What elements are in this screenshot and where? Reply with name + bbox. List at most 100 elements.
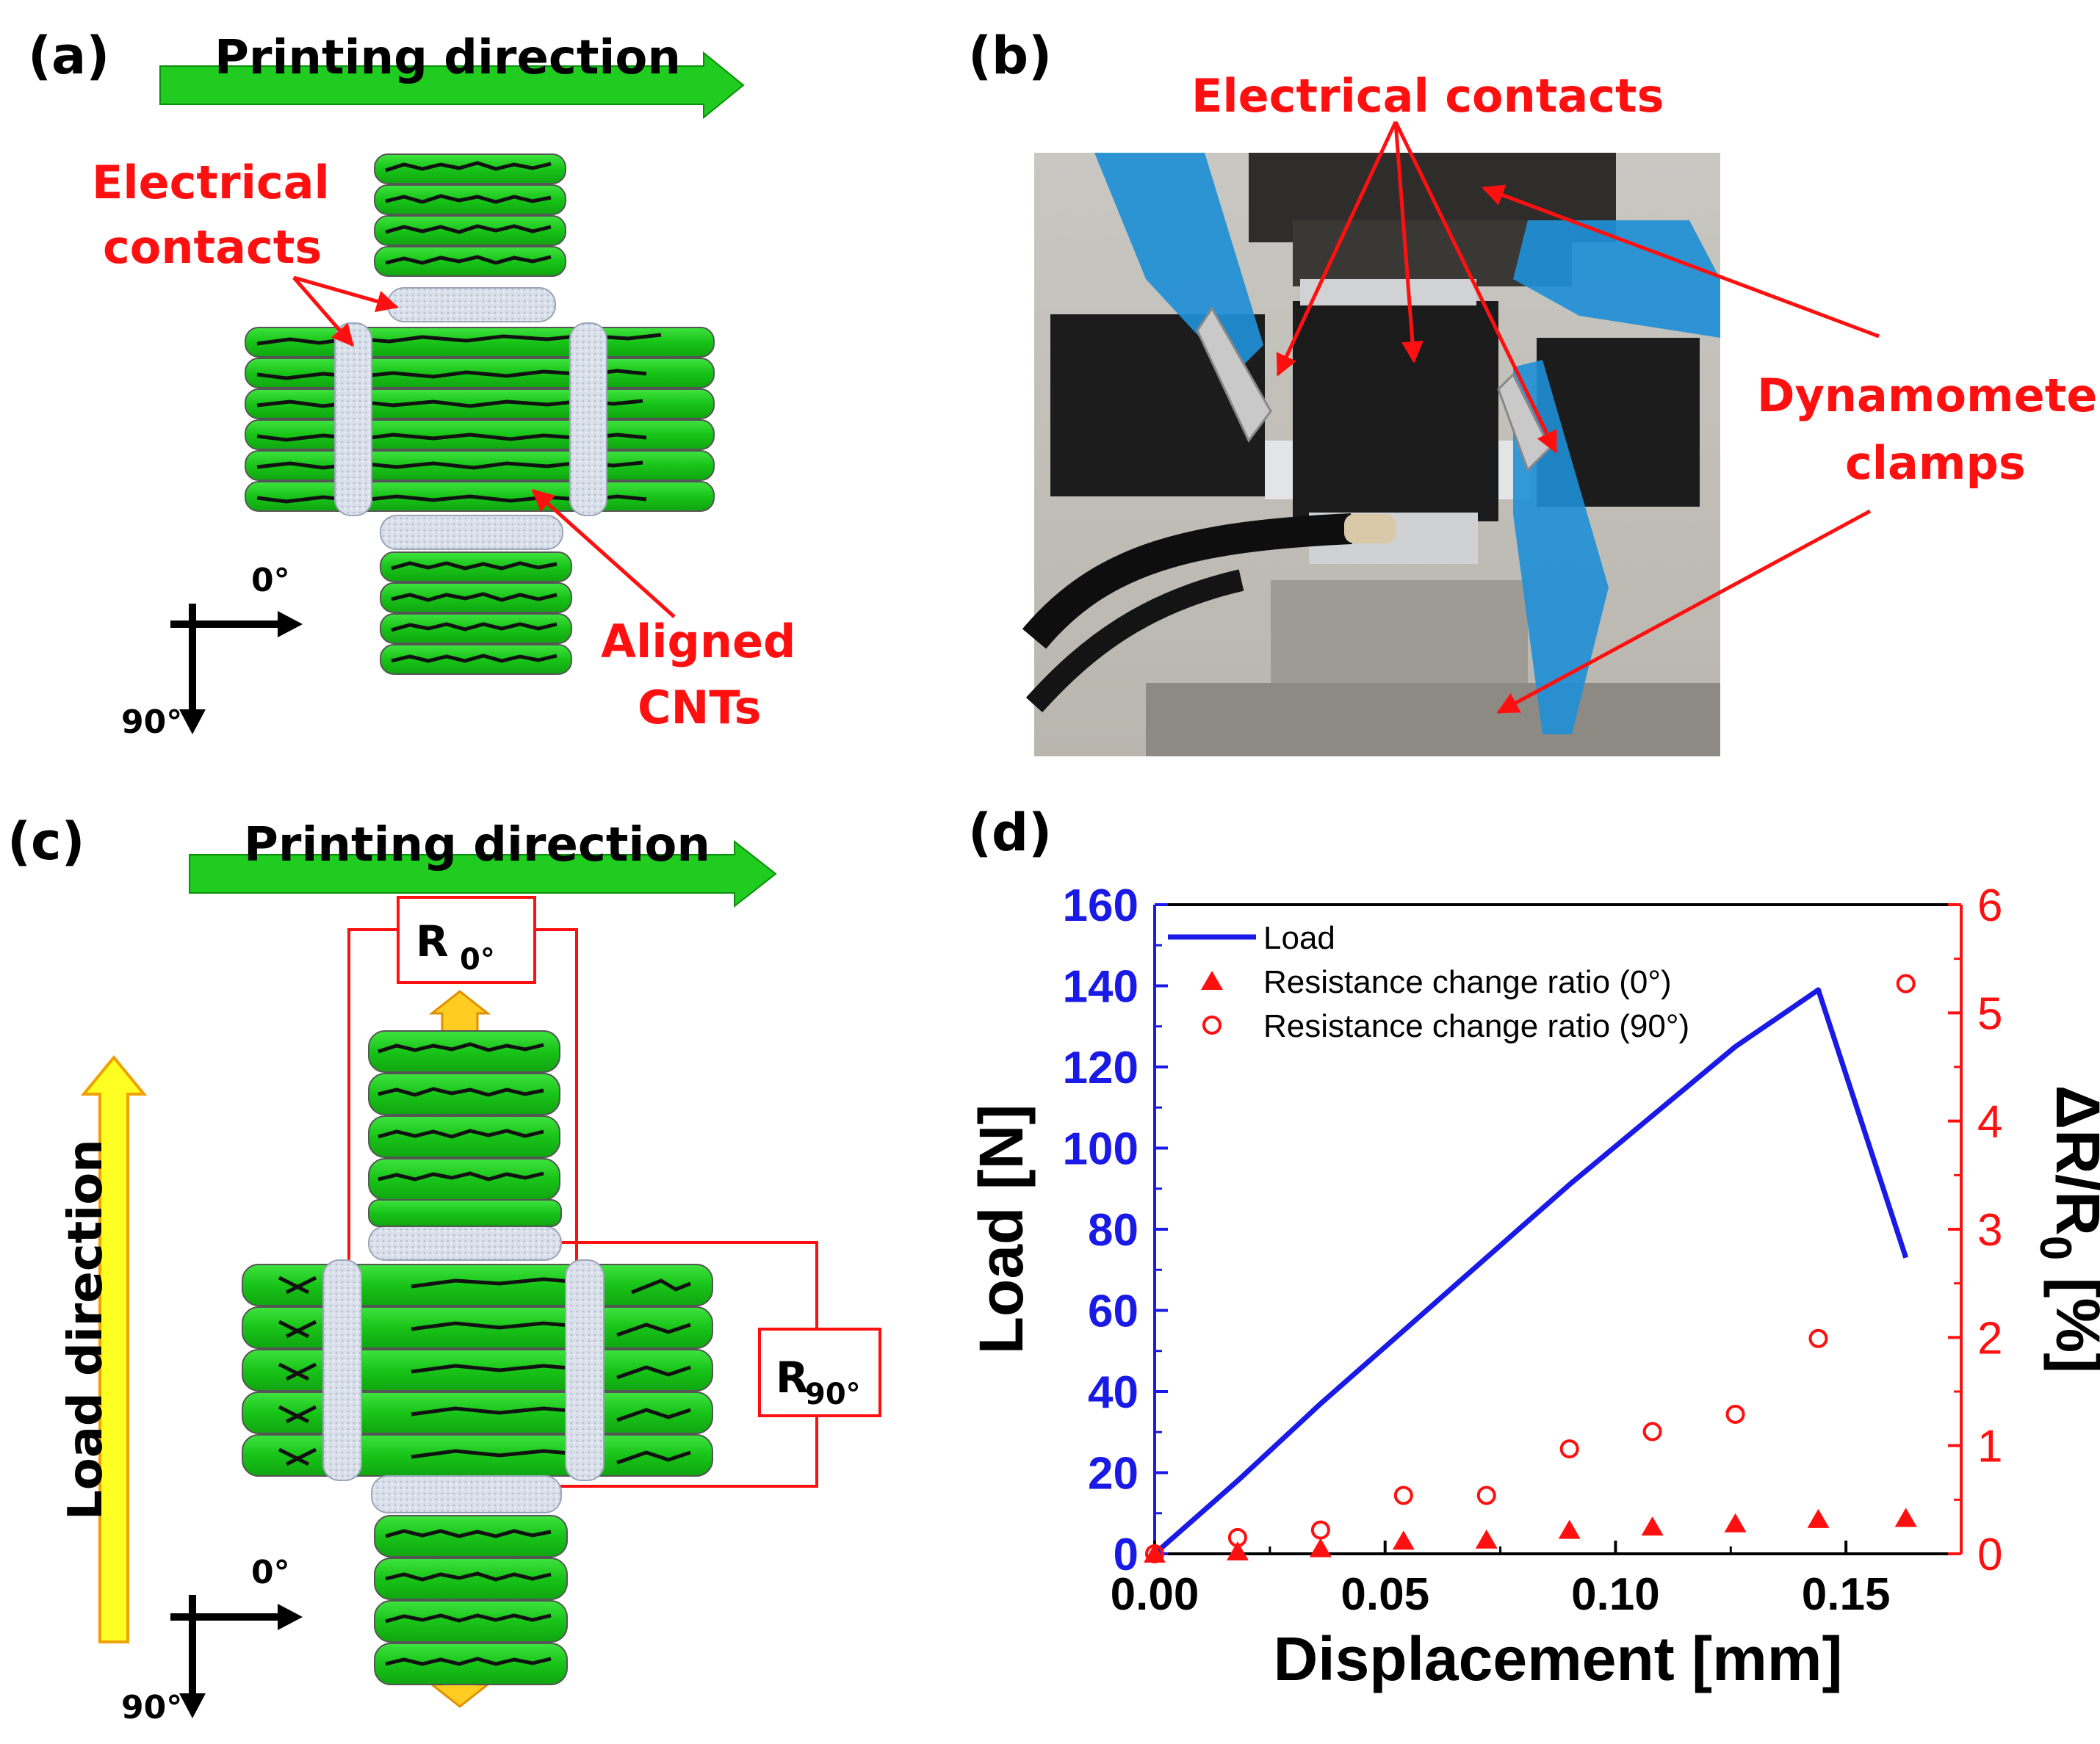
axis-indicator-c: 0° 90° — [121, 1554, 303, 1726]
clamp-arrow-bottom — [1496, 509, 1872, 714]
y-tick-label: 20 — [1088, 1449, 1139, 1499]
y-tick-label: 100 — [1063, 1124, 1139, 1175]
legend-0deg-label: Resistance change ratio (0°) — [1263, 964, 1672, 1000]
resistance-0deg-point — [1475, 1529, 1498, 1549]
bottom-bar-stack-c — [374, 1515, 568, 1685]
y2-tick-label: 3 — [1977, 1205, 2002, 1256]
electrical-contacts-a-line2: contacts — [103, 220, 322, 274]
top-contact — [387, 287, 556, 322]
load-direction-arrow — [80, 1054, 148, 1643]
contact-arrow-top — [293, 275, 399, 313]
x-axis-title: Displacement [mm] — [1274, 1624, 1843, 1693]
y2-tick-label: 2 — [1977, 1313, 2002, 1364]
y-tick-label: 60 — [1088, 1287, 1139, 1337]
resistance-0deg-point — [1226, 1541, 1249, 1561]
dynamometer-line1: Dynamometer — [1757, 369, 2100, 422]
r90-circuit: R 90° — [522, 1241, 881, 1488]
top-bar-stack-c — [368, 1030, 560, 1201]
panel-b-label: (b) — [968, 26, 1052, 86]
resistance-90deg-point — [1227, 1527, 1247, 1547]
legend-load-label: Load — [1263, 920, 1335, 956]
y2-axis-title-main: ΔR/R — [2043, 1085, 2100, 1236]
load-series-line — [1152, 987, 1909, 1556]
bottom-contact-c — [371, 1475, 562, 1513]
printing-direction-text: Printing direction — [214, 31, 681, 85]
r0-label: R — [416, 916, 449, 966]
axis-90-c: 90° — [121, 1689, 182, 1726]
resistance-90deg-point — [1145, 1544, 1164, 1563]
axis-0-a: 0° — [251, 562, 290, 599]
resistance-0deg-point — [1558, 1519, 1581, 1539]
bottom-contact — [380, 515, 563, 550]
axis-indicator-a: 0° 90° — [121, 562, 303, 741]
resistance-90deg-point — [1393, 1486, 1413, 1505]
y2-tick-label: 0 — [1977, 1530, 2002, 1580]
r0-circuit: R 0° — [347, 896, 578, 1351]
legend-90deg-swatch — [1202, 1016, 1222, 1035]
axis-90-a: 90° — [121, 703, 182, 741]
y-tick-label: 120 — [1063, 1043, 1139, 1093]
panel-c-label: (c) — [7, 811, 84, 872]
printing-direction-text-c: Printing direction — [244, 818, 710, 872]
middle-bar-stack-c — [242, 1264, 713, 1477]
y-tick-label: 160 — [1063, 880, 1139, 931]
resistance-0deg-point — [1392, 1530, 1415, 1550]
r0-subscript: 0° — [460, 943, 495, 977]
bottom-bar-stack — [380, 551, 572, 675]
panel-b: (b) Elect — [968, 26, 2100, 756]
y2-tick-label: 4 — [1977, 1097, 2002, 1148]
resistance-90deg-point — [1808, 1328, 1828, 1348]
y-tick-label: 0 — [1114, 1530, 1139, 1580]
load-direction-text: Load direction — [59, 1139, 113, 1520]
legend-90deg-label: Resistance change ratio (90°) — [1263, 1008, 1689, 1044]
aligned-cnts-line1: Aligned — [601, 615, 795, 668]
cnts-arrow — [531, 488, 676, 618]
contact-arrow-b1 — [1276, 120, 1398, 377]
x-tick-label: 0.05 — [1341, 1569, 1429, 1620]
resistance-0deg-point — [1807, 1508, 1830, 1528]
left-contact — [334, 322, 372, 516]
photo-test-setup — [1022, 153, 1720, 756]
y2-axis-title-tail: [%] — [2043, 1260, 2100, 1373]
resistance-0deg-point — [1894, 1508, 1917, 1527]
axis-0-c: 0° — [251, 1554, 290, 1591]
top-bar-stack — [374, 153, 566, 277]
y-tick-label: 140 — [1063, 962, 1139, 1013]
x-tick-label: 0.00 — [1111, 1569, 1199, 1620]
y-tick-label: 40 — [1088, 1367, 1139, 1418]
x-tick-label: 0.10 — [1571, 1569, 1660, 1620]
electrical-contacts-b: Electrical contacts — [1191, 69, 1664, 123]
resistance-0deg-point — [1724, 1513, 1747, 1533]
left-contact-c — [322, 1259, 362, 1481]
x-tick-label: 0.15 — [1802, 1569, 1891, 1620]
resistance-90deg-point — [1725, 1404, 1745, 1424]
resistance-90deg-point — [1476, 1486, 1496, 1505]
y2-axis-title: ΔR/R0 [%] — [2031, 1085, 2100, 1373]
clamp-arrow-top — [1482, 184, 1880, 339]
y-axis-title: Load [N] — [967, 1104, 1036, 1355]
printing-direction-arrow — [159, 51, 745, 120]
right-contact-c — [565, 1259, 605, 1481]
legend-0deg-swatch — [1201, 971, 1223, 990]
resistance-90deg-point — [1310, 1520, 1330, 1540]
middle-bar-stack — [245, 327, 715, 512]
panel-d-label: (d) — [968, 803, 1052, 863]
contact-arrow-b3 — [1393, 120, 1558, 454]
resistance-90deg-point — [1896, 974, 1916, 994]
panel-a-label: (a) — [28, 26, 109, 86]
panel-a: (a) Printing direction — [28, 26, 795, 741]
y2-tick-label: 1 — [1977, 1422, 2002, 1472]
r90-label: R — [776, 1353, 809, 1403]
right-contact — [569, 322, 607, 516]
resistance-90deg-point — [1642, 1422, 1662, 1441]
resistance-0deg-point — [1641, 1516, 1664, 1536]
aligned-cnts-line2: CNTs — [638, 681, 761, 734]
r90-subscript: 90° — [805, 1378, 861, 1411]
contact-arrow-left — [292, 276, 354, 347]
y-tick-label: 80 — [1088, 1205, 1139, 1256]
panel-c: (c) Printing direction Load direction R … — [7, 811, 881, 1726]
y2-tick-label: 5 — [1977, 988, 2002, 1039]
